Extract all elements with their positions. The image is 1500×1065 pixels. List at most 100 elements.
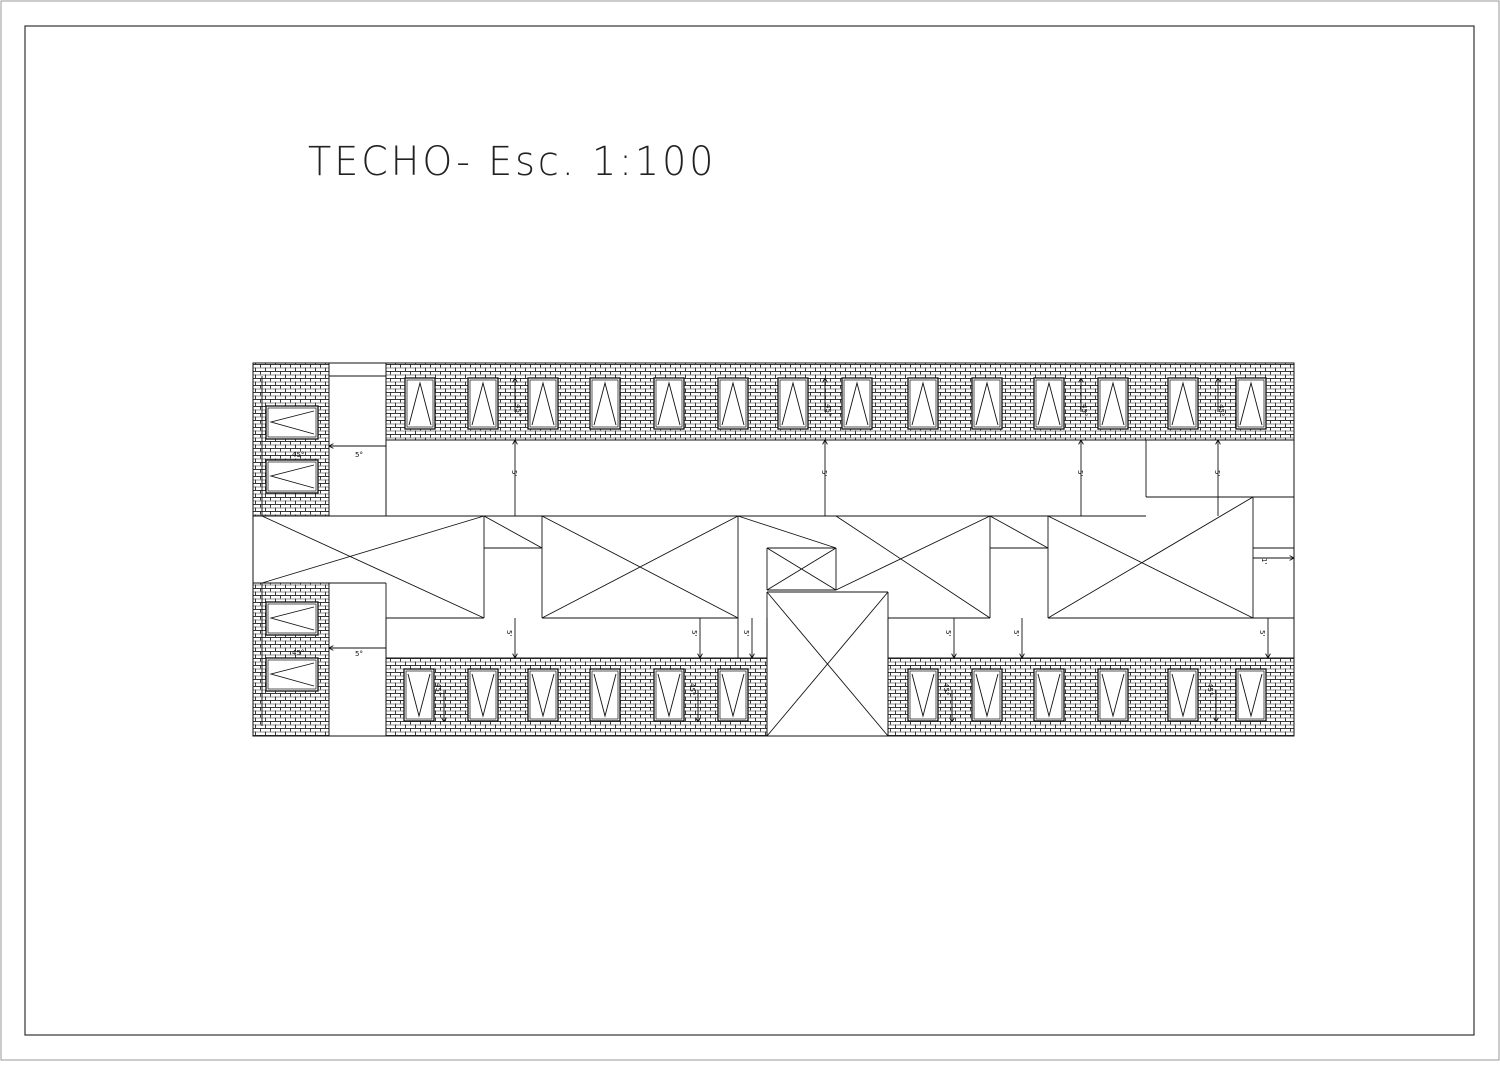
slope-label: 45° (824, 404, 832, 416)
skylight-window-frame (655, 670, 683, 720)
slope-arrow-head (697, 717, 701, 723)
skylight-window-frame (469, 379, 497, 428)
tiled-area (385, 362, 1295, 441)
skylight-window-frame (973, 670, 1001, 720)
slope-arrow-head (328, 445, 334, 449)
skylight-window-triangle (1239, 381, 1263, 426)
slope-arrow-head (1217, 377, 1221, 383)
slope-arrow-head (514, 653, 518, 659)
slope-label: 5° (355, 650, 363, 658)
roof-line (835, 515, 991, 619)
roof-line (541, 515, 739, 619)
slope-arrow-head (697, 653, 701, 659)
skylight-window-triangle (408, 381, 432, 426)
skylight-window-triangle (1101, 381, 1125, 426)
slope-arrow-head (1078, 439, 1082, 445)
slope-label: 5' (510, 470, 518, 476)
skylight-window-triangle (593, 381, 617, 426)
slope-arrow-head (695, 717, 699, 723)
slope-label: 45° (1206, 683, 1214, 695)
tiled-roof-areas (252, 362, 1295, 737)
skylight-window-frame (405, 670, 433, 720)
slope-arrow-head (1021, 653, 1025, 659)
slope-arrow-head (953, 653, 957, 659)
slope-label: 45° (1080, 404, 1088, 416)
skylight-window-frame (1035, 670, 1063, 720)
slope-arrow-head (824, 439, 828, 445)
skylight-window-triangle (531, 381, 555, 426)
skylight-window-frame (529, 670, 557, 720)
skylight-window-triangle (911, 381, 935, 426)
slope-arrow-head (1289, 555, 1295, 559)
skylight-window-triangle (721, 381, 745, 426)
slope-label: 45° (514, 404, 522, 416)
skylight-window (265, 405, 319, 440)
slope-arrow-head (512, 653, 516, 659)
skylight-window-frame (779, 379, 807, 428)
skylight-window-frame (469, 670, 497, 720)
skylight-window-triangle (471, 673, 495, 718)
skylight-window-frame (1099, 670, 1127, 720)
slope-label: 5' (1258, 630, 1266, 636)
skylight-window-triangle (407, 673, 431, 718)
slope-label: 5° (355, 451, 363, 459)
skylight-window-frame (267, 461, 317, 492)
skylight-window-frame (529, 379, 557, 428)
skylight-window-frame (973, 379, 1001, 428)
skylight-window (265, 459, 319, 494)
skylight-window-triangle (1101, 673, 1125, 718)
skylight-window-triangle (657, 381, 681, 426)
slope-label: 45° (434, 683, 442, 695)
skylight-window-frame (267, 603, 317, 634)
slope-arrow-head (328, 647, 334, 651)
slope-arrow-head (512, 439, 516, 445)
skylight-window-frame (909, 670, 937, 720)
slope-arrow-head (328, 443, 334, 447)
skylight-window-frame (719, 379, 747, 428)
skylight-window-triangle (1037, 673, 1061, 718)
skylight-window-triangle (845, 381, 869, 426)
slope-label: 5' (820, 470, 828, 476)
slope-arrow-head (328, 645, 334, 649)
roof-line (766, 547, 837, 591)
skylight-window-frame (591, 670, 619, 720)
skylight-window-triangle (531, 673, 555, 718)
slope-arrow-head (751, 653, 755, 659)
skylight-window-frame (1237, 670, 1265, 720)
slope-arrow-head (514, 439, 518, 445)
skylight-window-triangle (721, 673, 745, 718)
skylight-window (265, 657, 319, 692)
slope-arrow-head (1213, 717, 1217, 723)
slope-arrow-head (1078, 377, 1082, 383)
skylight-window-triangle (1239, 673, 1263, 718)
slope-label: 45° (1217, 404, 1225, 416)
skylight-window-frame (843, 379, 871, 428)
skylight-window-frame (406, 379, 434, 428)
roof-lines (253, 375, 1295, 737)
roof-line (835, 515, 991, 591)
roof-line (737, 515, 837, 549)
slope-arrow-head (822, 377, 826, 383)
slope-arrow-head (699, 653, 703, 659)
slope-arrow-head (1265, 653, 1269, 659)
slope-arrow-head (949, 717, 953, 723)
slope-arrow-head (951, 717, 955, 723)
slope-label: 5' (1213, 470, 1221, 476)
skylight-window-triangle (269, 606, 315, 631)
skylight-window-frame (719, 670, 747, 720)
skylight-window-triangle (593, 673, 617, 718)
roof-line (261, 515, 485, 584)
slope-arrow-head (822, 439, 826, 445)
skylight-windows (265, 377, 1267, 722)
slope-arrow-head (1080, 439, 1084, 445)
skylight-window-frame (267, 407, 317, 438)
skylight-window-frame (1237, 379, 1265, 428)
tiled-area (887, 657, 1295, 737)
slope-label: 45° (292, 451, 304, 459)
skylight-window-frame (1169, 670, 1197, 720)
skylight-window (265, 601, 319, 636)
skylight-window-triangle (975, 381, 999, 426)
slope-arrow-head (514, 377, 518, 383)
